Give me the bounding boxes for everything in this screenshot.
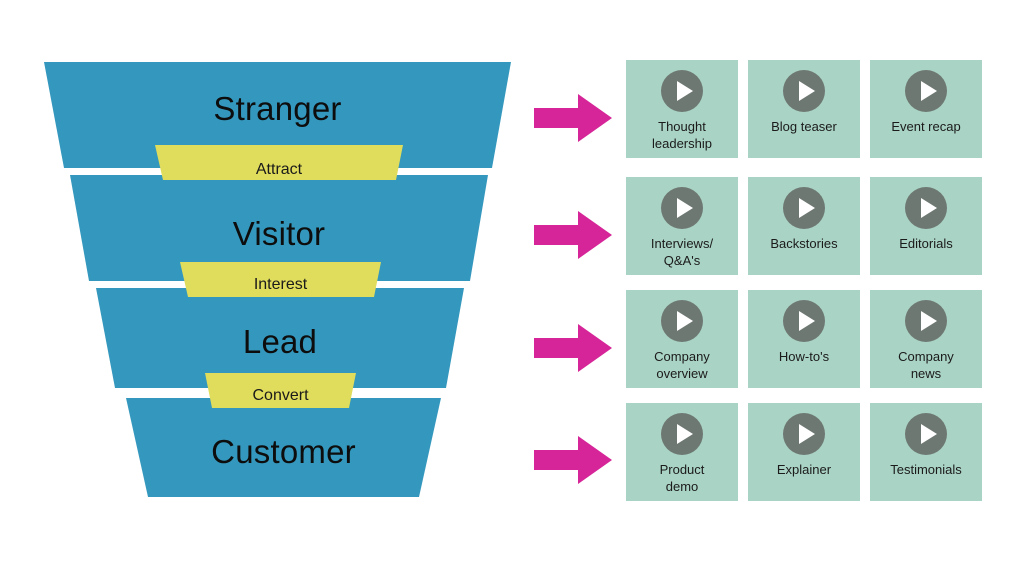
- play-icon: [905, 300, 947, 342]
- arrow-row-2-icon: [534, 211, 612, 259]
- video-card[interactable]: Company news: [870, 290, 982, 388]
- funnel-stage-visitor-shape: [70, 175, 488, 281]
- video-card-label: Interviews/ Q&A's: [650, 236, 714, 268]
- funnel-stage-label-visitor: Visitor: [232, 215, 326, 252]
- play-icon: [661, 70, 703, 112]
- funnel-band-label-attract: Attract: [255, 161, 303, 178]
- video-card[interactable]: Product demo: [626, 403, 738, 501]
- play-icon: [661, 300, 703, 342]
- video-card-label: Company news: [898, 349, 954, 381]
- arrow-row-3-icon: [534, 324, 612, 372]
- video-card[interactable]: Testimonials: [870, 403, 982, 501]
- video-card[interactable]: Thought leadership: [626, 60, 738, 158]
- funnel-band-label-convert: Convert: [252, 387, 309, 404]
- video-card-label: Thought leadership: [652, 119, 712, 151]
- funnel-stage-label-customer: Customer: [211, 433, 356, 470]
- play-icon: [783, 70, 825, 112]
- video-card-label: Backstories: [770, 236, 838, 251]
- funnel-band-attract-shape: [155, 145, 403, 180]
- video-card-label: Editorials: [899, 236, 953, 251]
- video-card-label: Product demo: [659, 462, 705, 494]
- play-icon: [661, 187, 703, 229]
- funnel-stage-stranger-shape: [44, 62, 511, 168]
- video-card[interactable]: Blog teaser: [748, 60, 860, 158]
- play-icon: [661, 413, 703, 455]
- play-icon: [783, 413, 825, 455]
- funnel-stage-customer-shape: [126, 398, 441, 497]
- funnel-stage-label-lead: Lead: [242, 323, 318, 360]
- video-card-label: Event recap: [891, 119, 961, 134]
- funnel-band-label-interest: Interest: [253, 276, 308, 293]
- funnel-stage-lead-shape: [96, 288, 464, 388]
- funnel-graphic: [44, 62, 511, 497]
- funnel-band-interest-shape: [180, 262, 381, 297]
- video-card-label: Explainer: [776, 462, 832, 477]
- play-icon: [905, 187, 947, 229]
- video-card-label: How-to's: [778, 349, 830, 364]
- video-card-label: Company overview: [654, 349, 710, 381]
- video-card[interactable]: How-to's: [748, 290, 860, 388]
- video-card-label: Blog teaser: [771, 119, 837, 134]
- play-icon: [905, 413, 947, 455]
- video-card[interactable]: Event recap: [870, 60, 982, 158]
- play-icon: [783, 300, 825, 342]
- funnel-band-convert-shape: [205, 373, 356, 408]
- arrow-row-4-icon: [534, 436, 612, 484]
- video-card[interactable]: Explainer: [748, 403, 860, 501]
- play-icon: [783, 187, 825, 229]
- funnel-stage-label-stranger: Stranger: [213, 90, 342, 127]
- video-card-label: Testimonials: [890, 462, 962, 477]
- play-icon: [905, 70, 947, 112]
- video-card[interactable]: Interviews/ Q&A's: [626, 177, 738, 275]
- video-card[interactable]: Editorials: [870, 177, 982, 275]
- video-card[interactable]: Company overview: [626, 290, 738, 388]
- arrow-row-1-icon: [534, 94, 612, 142]
- video-card[interactable]: Backstories: [748, 177, 860, 275]
